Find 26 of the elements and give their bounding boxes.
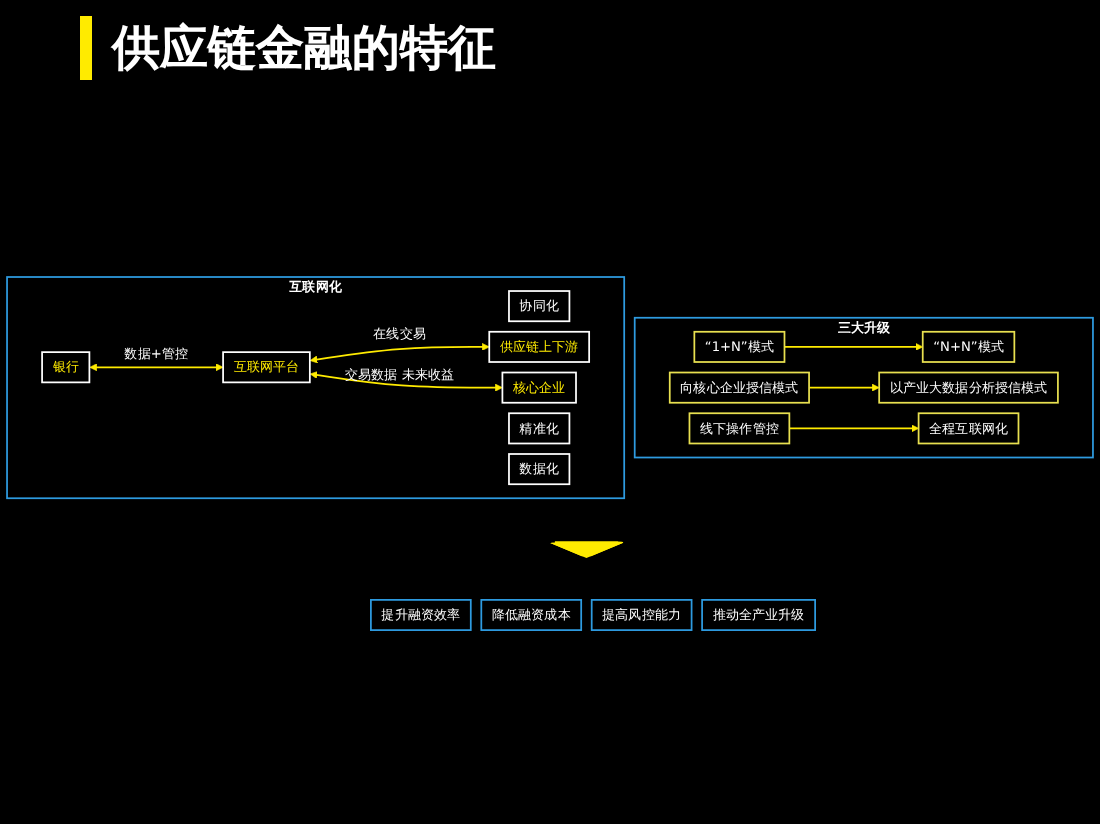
node-box: [222, 351, 311, 384]
node-box: [370, 599, 472, 632]
slide-title: 供应链金融的特征: [80, 16, 496, 80]
arrow: [309, 371, 503, 392]
node-box: [668, 372, 810, 405]
node-box: [488, 331, 591, 364]
node-box: [501, 372, 577, 405]
arrow: [808, 384, 880, 392]
arrow: [89, 363, 224, 372]
node-box: [480, 599, 583, 632]
node-box: [508, 290, 571, 323]
node-box: [41, 351, 91, 384]
node-box: [688, 412, 791, 445]
arrow: [783, 343, 924, 352]
node-box: [693, 331, 786, 364]
cluster: [6, 276, 626, 500]
arrow: [309, 343, 490, 364]
node-box: [508, 453, 571, 486]
cluster: [633, 317, 1094, 459]
arrow: [788, 424, 919, 433]
node-box: [917, 412, 1020, 445]
node-box: [508, 412, 571, 445]
node-box: [701, 599, 816, 632]
node-box: [921, 331, 1016, 364]
node-box: [878, 372, 1059, 405]
node-box: [590, 599, 693, 632]
